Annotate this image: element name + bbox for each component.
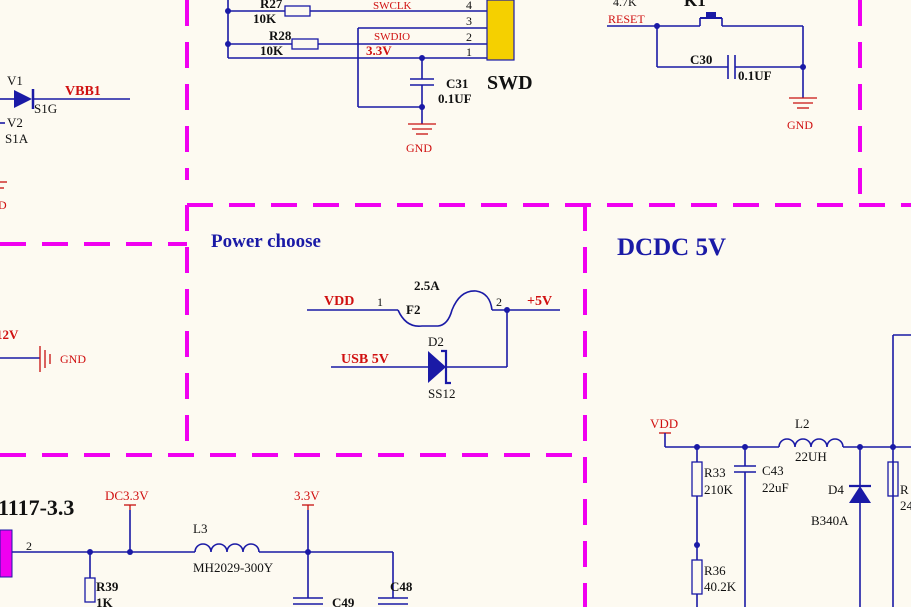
r36-ref: R36 xyxy=(704,563,726,578)
r-partial-symbol[interactable] xyxy=(887,461,899,497)
swd-pin-3: 3 xyxy=(466,14,472,28)
c31-ref: C31 xyxy=(446,76,468,91)
d4-diode[interactable] xyxy=(849,486,871,503)
r33-value: 210K xyxy=(704,482,734,497)
swd-connector-label: SWD xyxy=(487,72,533,94)
pc-5v-net: +5V xyxy=(527,294,552,309)
l2-ref: L2 xyxy=(795,416,809,431)
v1-part: S1G xyxy=(34,101,57,116)
left-gnd-symbol xyxy=(39,346,51,372)
pc-vdd-net: VDD xyxy=(324,294,354,309)
battery-block: V1 S1G VBB1 V2 S1A D xyxy=(0,73,130,212)
v1-ref: V1 xyxy=(7,73,23,88)
r36-symbol[interactable] xyxy=(691,559,703,595)
r28-ref: R28 xyxy=(269,28,292,43)
r33-symbol[interactable] xyxy=(691,461,703,497)
dc33-net: DC3.3V xyxy=(105,488,149,503)
c48-ref: C48 xyxy=(390,579,413,594)
swd-connector[interactable] xyxy=(486,0,515,61)
usb5v-net: USB 5V xyxy=(341,352,389,367)
ldo-block: 1117-3.3 2 DC3.3V L3 MH2029-300Y 3.3V R3… xyxy=(0,488,413,607)
l3-ref: L3 xyxy=(193,521,207,536)
r-partial-ref: R xyxy=(900,482,909,497)
r27-ref: R27 xyxy=(260,0,283,11)
r39-ref: R39 xyxy=(96,579,119,594)
dcdc-vdd-net: VDD xyxy=(650,416,678,431)
ldo-ic-body[interactable] xyxy=(0,529,13,578)
v33-net: 3.3V xyxy=(366,43,392,58)
r33-ref: R33 xyxy=(704,465,726,480)
c49-ref: C49 xyxy=(332,595,355,607)
d2-ref: D2 xyxy=(428,334,444,349)
left-gnd-label: GND xyxy=(60,352,86,366)
pc-pin1: 1 xyxy=(377,295,383,309)
reset-block: 4.7K RESET K1 C30 0.1UF GND xyxy=(607,0,817,132)
pc-pin2: 2 xyxy=(496,295,502,309)
dcdc-block: DCDC 5V VDD L2 22UH R33 210K xyxy=(617,234,911,607)
f2-ref: F2 xyxy=(406,302,420,317)
left-mid-block: 12V GND xyxy=(0,327,86,372)
fuse-rating: 2.5A xyxy=(414,278,440,293)
swd-gnd-label: GND xyxy=(406,141,432,155)
k1-switch[interactable] xyxy=(699,12,723,26)
swd-block: R27 10K R28 10K SWCLK SWDIO 3.3V 4 3 2 1… xyxy=(225,0,533,155)
r27-value: 10K xyxy=(253,11,277,26)
k1-ref: K1 xyxy=(684,0,706,10)
reset-gnd-label: GND xyxy=(787,118,813,132)
r39-symbol[interactable] xyxy=(84,577,96,603)
swd-gnd-symbol xyxy=(408,123,436,135)
ldo-part: 1117-3.3 xyxy=(0,495,74,520)
c43-ref: C43 xyxy=(762,463,784,478)
d4-part: B340A xyxy=(811,513,849,528)
power-choose-block: Power choose VDD 1 2.5A F2 2 +5V USB 5V … xyxy=(211,231,560,401)
swdio-net: SWDIO xyxy=(374,31,410,43)
c43-value: 22uF xyxy=(762,480,789,495)
reset-net: RESET xyxy=(608,12,645,26)
swd-pin-2: 2 xyxy=(466,30,472,44)
l2-inductor[interactable] xyxy=(778,438,844,448)
d4-ref: D4 xyxy=(828,482,844,497)
l2-value: 22UH xyxy=(795,449,827,464)
dcdc-title: DCDC 5V xyxy=(617,234,726,261)
r39-value: 1K xyxy=(96,595,114,607)
v1-diode[interactable] xyxy=(14,90,32,108)
vbb1-net: VBB1 xyxy=(65,84,101,99)
l3-inductor[interactable] xyxy=(194,543,260,553)
r28-symbol[interactable] xyxy=(291,38,319,50)
power-choose-title: Power choose xyxy=(211,231,321,252)
r27-symbol[interactable] xyxy=(284,5,311,17)
reset-r-value: 4.7K xyxy=(613,0,637,9)
partial-net-d: D xyxy=(0,198,7,212)
c31-value: 0.1UF xyxy=(438,91,472,106)
d2-part: SS12 xyxy=(428,386,455,401)
r-partial-value: 24 xyxy=(900,498,911,513)
f2-fuse[interactable] xyxy=(397,290,493,327)
ldo-pin2: 2 xyxy=(26,539,32,553)
r28-value: 10K xyxy=(260,43,284,58)
v2-ref: V2 xyxy=(7,115,23,130)
c30-ref: C30 xyxy=(690,52,712,67)
c30-value: 0.1UF xyxy=(738,68,772,83)
ldo-33v-net: 3.3V xyxy=(294,488,320,503)
net-12v-partial: 12V xyxy=(0,327,19,342)
l3-value: MH2029-300Y xyxy=(193,560,274,575)
swd-pin-4: 4 xyxy=(466,0,472,12)
reset-gnd-symbol xyxy=(789,97,817,109)
v2-part: S1A xyxy=(5,131,29,146)
r36-value: 40.2K xyxy=(704,579,737,594)
d2-diode[interactable] xyxy=(428,351,446,383)
swd-pin-1: 1 xyxy=(466,45,472,59)
swclk-net: SWCLK xyxy=(373,0,412,12)
